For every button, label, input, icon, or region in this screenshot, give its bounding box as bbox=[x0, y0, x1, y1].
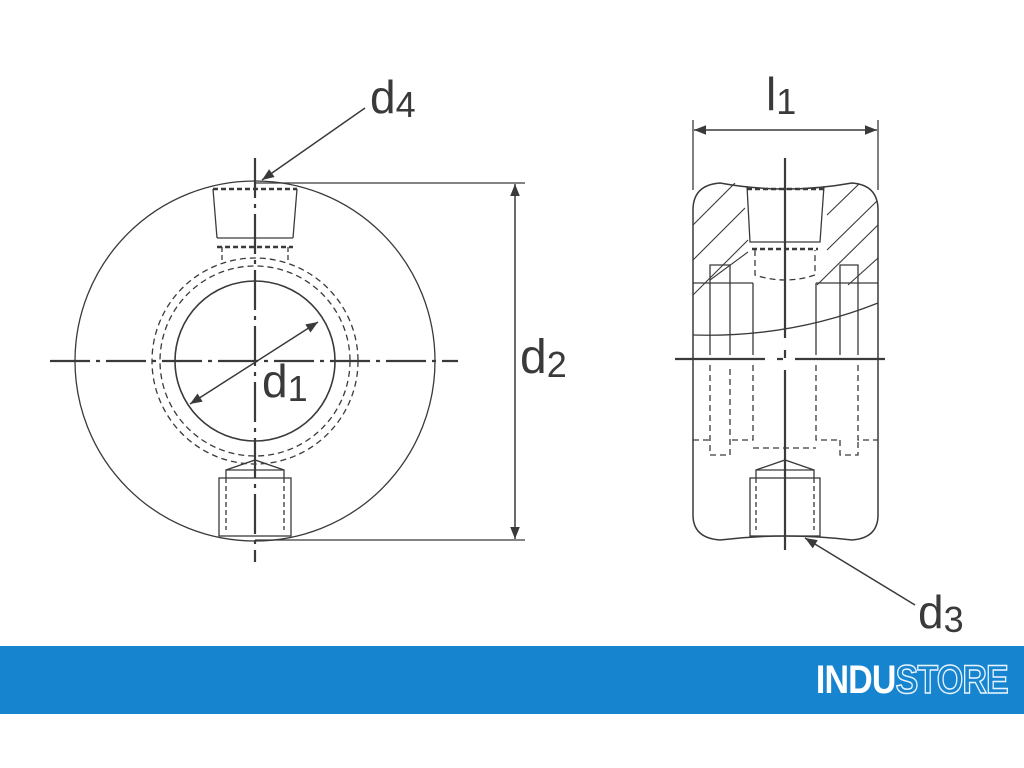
logo-part2: STORE bbox=[895, 657, 1009, 703]
logo-part1: INDU bbox=[816, 658, 897, 702]
front-view bbox=[50, 107, 525, 562]
d4-leader bbox=[261, 107, 366, 181]
label-d3: d3 bbox=[918, 586, 964, 640]
side-view bbox=[675, 120, 916, 606]
label-d1: d1 bbox=[262, 355, 308, 409]
footer-banner: INDUSTORE bbox=[0, 646, 1024, 714]
d3-leader bbox=[804, 537, 916, 606]
industore-logo: INDUSTORE bbox=[816, 657, 1009, 703]
label-d2: d2 bbox=[520, 331, 567, 385]
d1-dimension bbox=[189, 321, 319, 405]
label-d4: d4 bbox=[370, 71, 416, 125]
hatching bbox=[693, 183, 878, 296]
label-l1: l1 bbox=[766, 68, 796, 122]
